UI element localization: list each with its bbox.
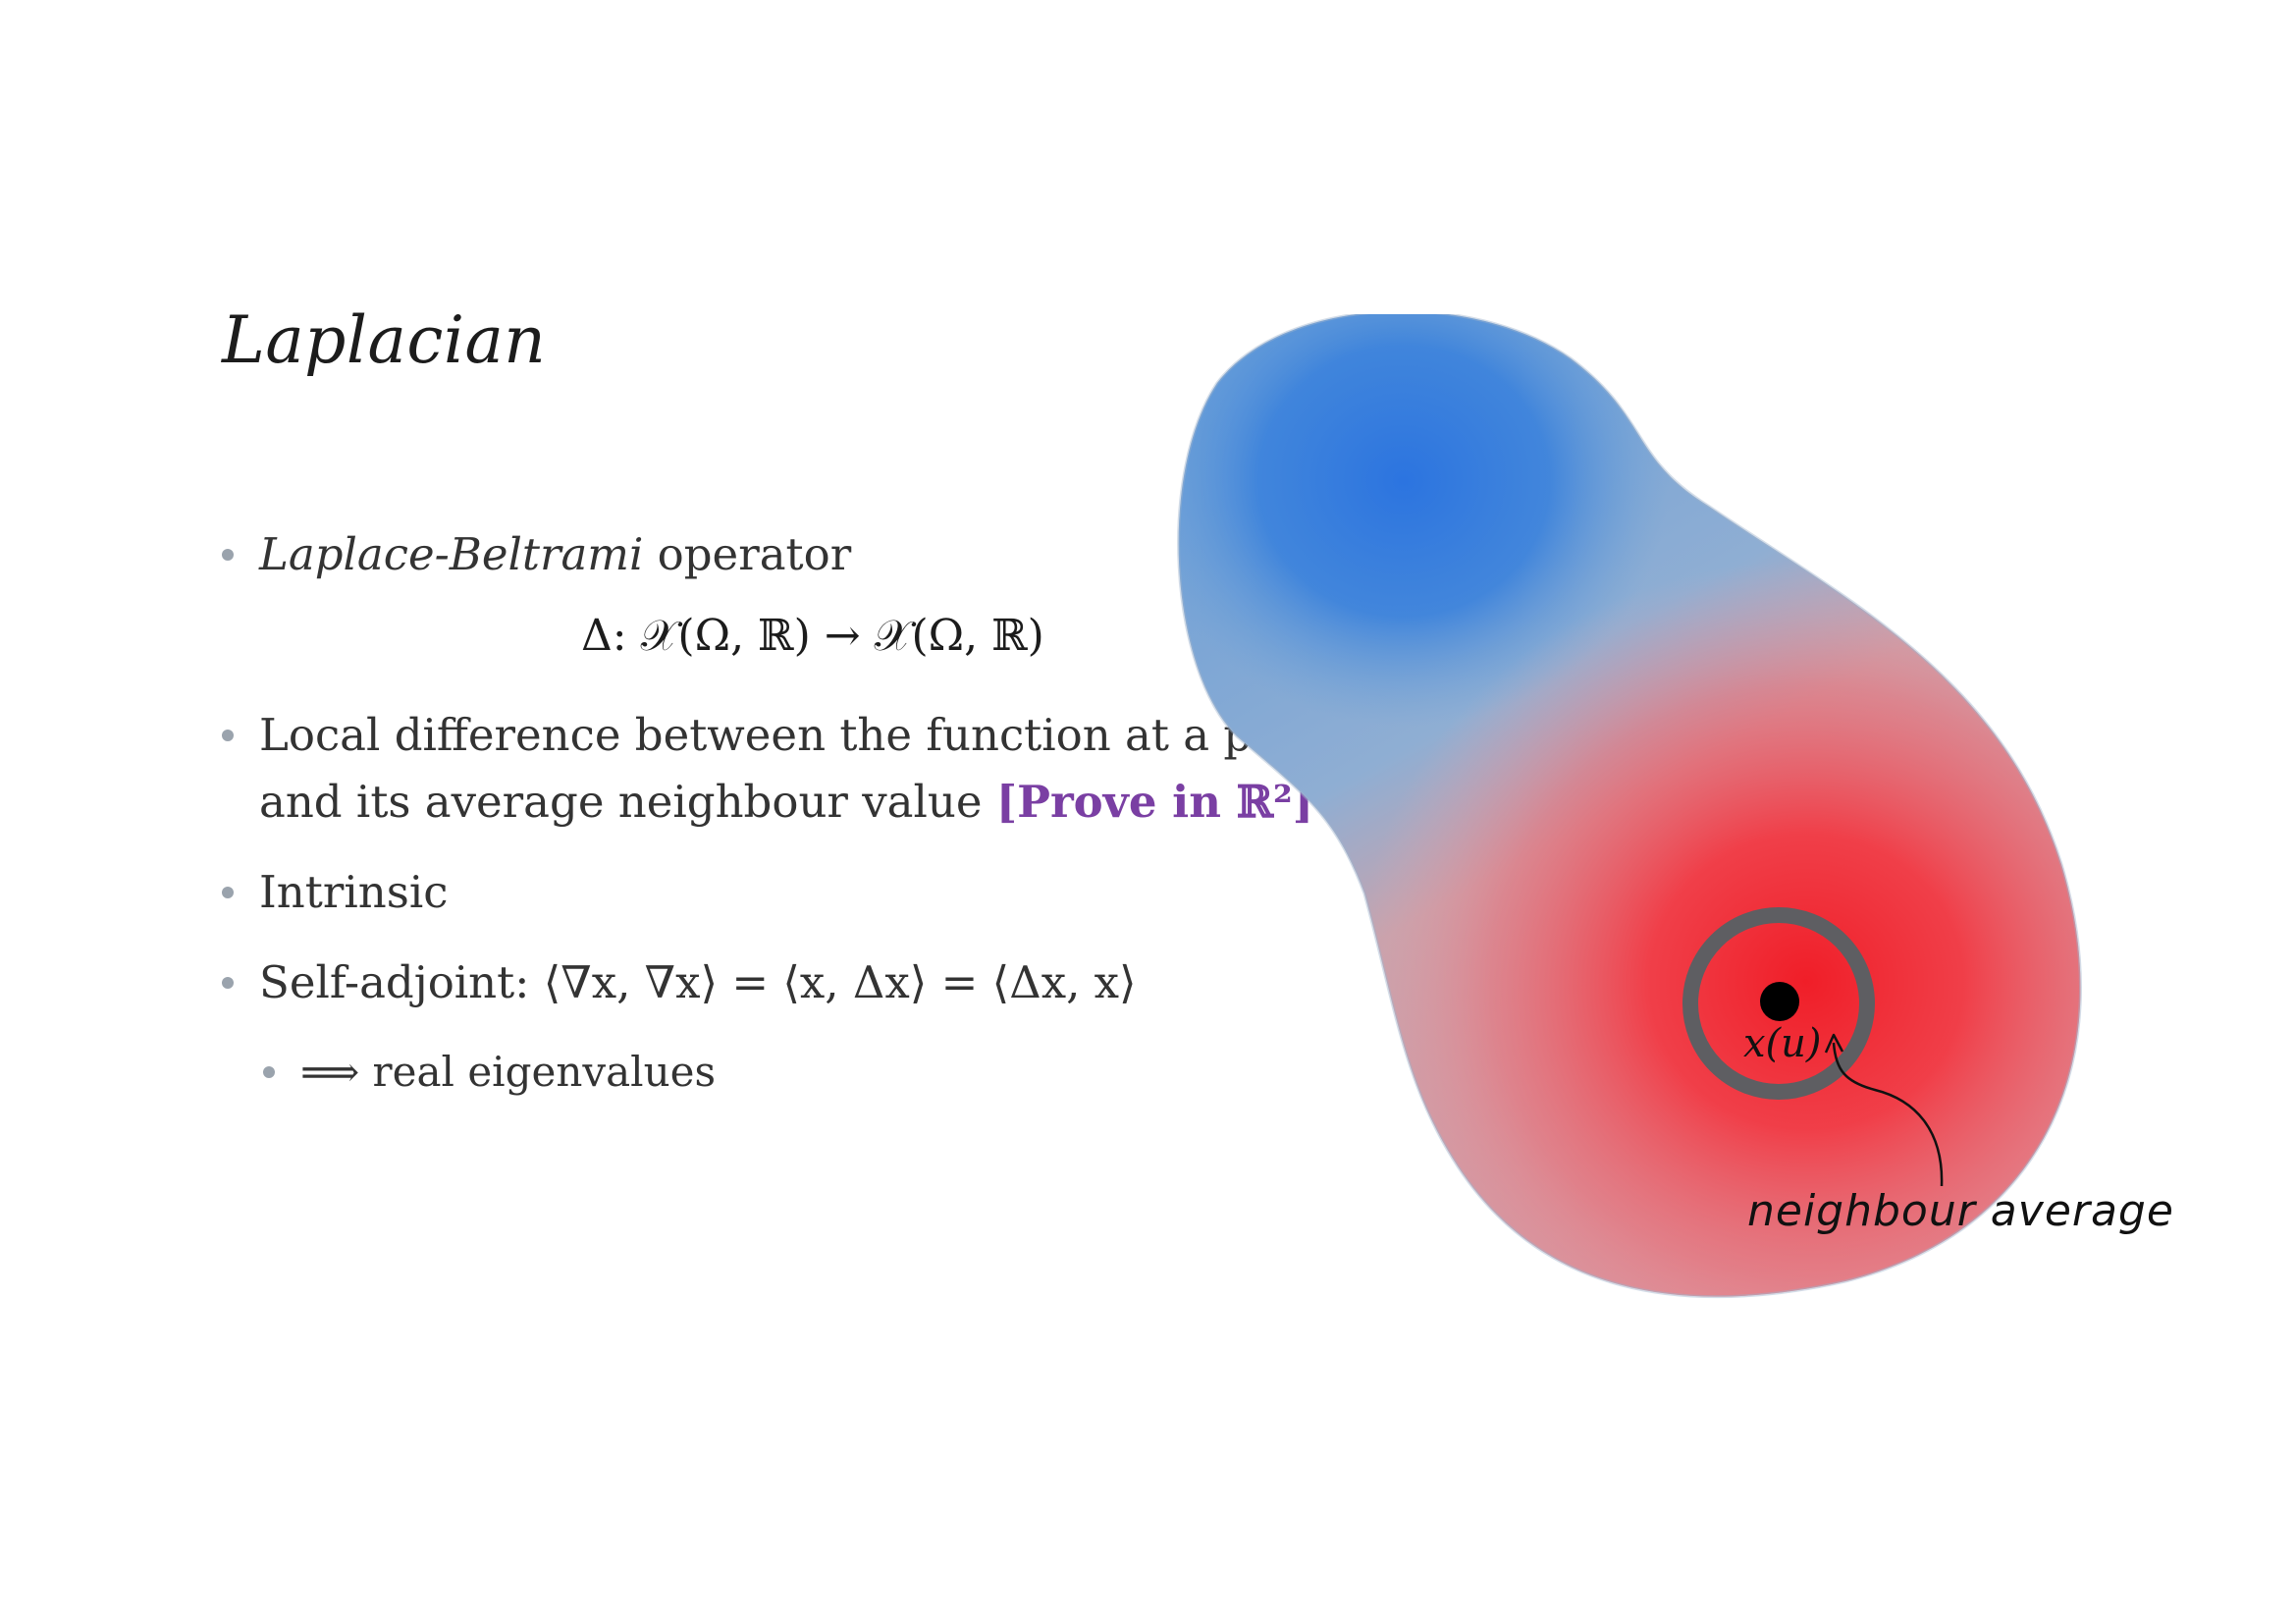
bullet-text: Self-adjoint: ⟨∇x, ∇x⟩ = ⟨x, Δx⟩ = ⟨Δx, … [259, 949, 1137, 1016]
bullet-dot [222, 977, 234, 989]
bullet-text: ⟹ real eigenvalues [300, 1048, 717, 1096]
laplacian-figure: x(u) neighbour average [1158, 314, 2238, 1316]
bullet-text: Laplace-Beltrami operator [259, 521, 851, 588]
bullet-line-1: Local difference between the function at… [259, 709, 1339, 761]
self-adjoint-formula: ⟨∇x, ∇x⟩ = ⟨x, Δx⟩ = ⟨Δx, x⟩ [543, 956, 1137, 1008]
blob-outline [1177, 314, 2082, 1299]
arrow-head-icon [1824, 1033, 1844, 1054]
prove-link[interactable]: [Prove in ℝ²] [995, 776, 1313, 828]
bullet-dot [263, 1066, 275, 1078]
blob-illustration [1177, 314, 2082, 1299]
term-laplace-beltrami: Laplace-Beltrami [259, 528, 644, 580]
point-marker [1760, 982, 1799, 1021]
point-label: x(u) [1743, 1021, 1822, 1066]
operator-formula: Δ: 𝒳(Ω, ℝ) → 𝒳(Ω, ℝ) [581, 611, 1044, 661]
bullet-line-2: and its average neighbour value [259, 776, 996, 828]
bullet-text: Local difference between the function at… [259, 702, 1339, 836]
neighbour-ring [1682, 907, 1875, 1100]
bullet-dot [222, 730, 234, 741]
term-operator: operator [643, 528, 852, 580]
bullet-dot [222, 549, 234, 561]
neighbour-average-label: neighbour average [1747, 1186, 2174, 1236]
page-title: Laplacian [222, 302, 547, 378]
bullet-text: Intrinsic [259, 866, 449, 918]
self-adjoint-label: Self-adjoint: [259, 956, 544, 1008]
bullet-dot [222, 887, 234, 898]
arrow-icon [1832, 1042, 1944, 1187]
